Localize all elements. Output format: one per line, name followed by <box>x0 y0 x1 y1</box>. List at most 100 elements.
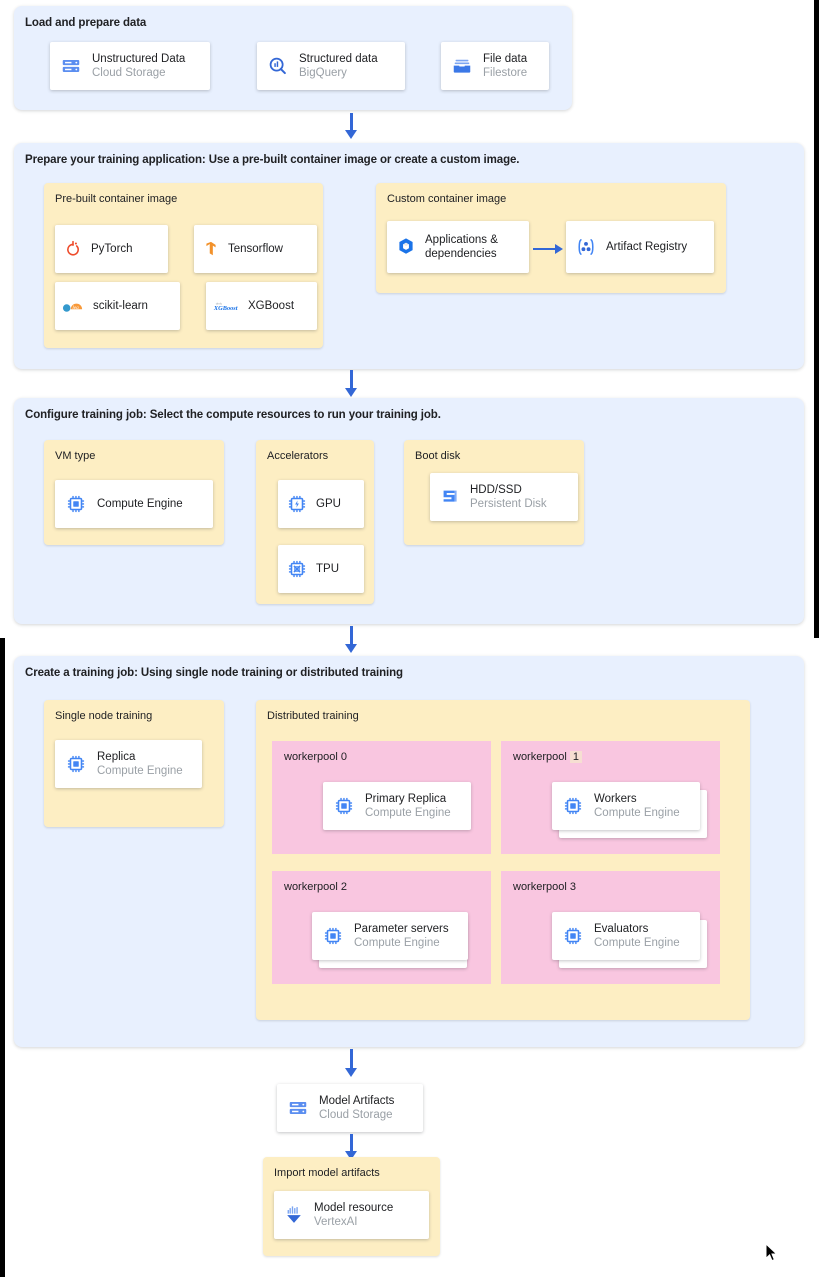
pool-index: 1 <box>569 751 582 763</box>
card-title: Model Artifacts <box>319 1095 395 1107</box>
card-title: scikit-learn <box>93 300 148 312</box>
section-prepare-training-application: Prepare your training application: Use a… <box>14 143 804 369</box>
compute-engine-icon <box>552 925 594 947</box>
card-gpu[interactable]: GPU <box>278 480 364 528</box>
group-title: Accelerators <box>267 450 329 462</box>
card-pytorch[interactable]: PyTorch <box>55 225 168 273</box>
card-workers[interactable]: Workers Compute Engine <box>552 782 700 830</box>
card-subtitle: Compute Engine <box>365 807 451 819</box>
pool-index: 2 <box>340 881 347 893</box>
pool-label: workerpool <box>284 751 338 763</box>
card-hdd-ssd[interactable]: HDD/SSD Persistent Disk <box>430 473 578 521</box>
card-parameter-servers[interactable]: Parameter servers Compute Engine <box>312 912 468 960</box>
svg-text:XGBoost: XGBoost <box>213 305 238 312</box>
compute-engine-icon <box>323 795 365 817</box>
pool-label: workerpool <box>284 881 338 893</box>
pool-label: workerpool <box>513 751 567 763</box>
group-vm-type: VM type Compute Engine <box>44 440 224 545</box>
group-single-node-training: Single node training R <box>44 700 224 827</box>
card-text: Model Artifacts Cloud Storage <box>319 1094 394 1122</box>
svg-text:dmlc: dmlc <box>216 302 223 306</box>
section-create-a-training-job: Create a training job: Using single node… <box>14 656 804 1047</box>
group-import-model-artifacts: Import model artifacts Model resource Ve… <box>263 1157 440 1256</box>
card-title: File data <box>483 53 528 65</box>
card-applications-dependencies[interactable]: Applications & dependencies <box>387 221 529 273</box>
card-model-artifacts[interactable]: Model Artifacts Cloud Storage <box>277 1084 423 1132</box>
card-file-data[interactable]: File data Filestore <box>441 42 549 90</box>
group-custom-container-image: Custom container image Applications & de… <box>376 183 726 293</box>
pool-title: workerpool 2 <box>272 871 491 893</box>
card-subtitle: Cloud Storage <box>319 1109 393 1121</box>
card-text: Structured data BigQuery <box>299 52 378 80</box>
group-accelerators: Accelerators GPU <box>256 440 374 604</box>
card-title: Parameter servers <box>354 923 449 935</box>
card-text: Replica Compute Engine <box>97 750 183 778</box>
card-text: Model resource VertexAI <box>314 1201 393 1229</box>
pytorch-icon <box>55 239 91 259</box>
card-artifact-registry[interactable]: Artifact Registry <box>566 221 714 273</box>
card-title: Structured data <box>299 53 378 65</box>
card-subtitle: VertexAI <box>314 1216 358 1228</box>
group-title: Pre-built container image <box>55 193 178 205</box>
card-subtitle: Compute Engine <box>594 807 680 819</box>
group-title: Import model artifacts <box>274 1167 380 1179</box>
group-title: Custom container image <box>387 193 507 205</box>
card-title: Replica <box>97 751 136 763</box>
section-title: Configure training job: Select the compu… <box>25 409 441 421</box>
card-title: Unstructured Data <box>92 53 186 65</box>
card-title: Model resource <box>314 1202 394 1214</box>
card-scikit-learn[interactable]: lea scikit-learn <box>55 282 180 330</box>
arrow-down-3 <box>344 626 358 654</box>
card-text: Compute Engine <box>97 497 183 511</box>
card-primary-replica[interactable]: Primary Replica Compute Engine <box>323 782 471 830</box>
card-unstructured-data[interactable]: Unstructured Data Cloud Storage <box>50 42 210 90</box>
card-evaluators[interactable]: Evaluators Compute Engine <box>552 912 700 960</box>
card-text: XGBoost <box>248 299 294 313</box>
pool-workerpool-0: workerpool 0 <box>272 741 491 854</box>
card-title: Evaluators <box>594 923 649 935</box>
card-text: scikit-learn <box>93 299 148 313</box>
card-xgboost[interactable]: dmlc XGBoost XGBoost <box>206 282 317 330</box>
arrow-down-4 <box>344 1049 358 1079</box>
card-title: GPU <box>316 498 341 510</box>
bigquery-icon <box>257 55 299 77</box>
card-title: Workers <box>594 793 637 805</box>
right-edge-bar <box>814 0 819 638</box>
tensorflow-icon <box>194 239 228 259</box>
pool-index: 0 <box>340 751 347 763</box>
pool-title: workerpool 1 <box>501 741 720 763</box>
mouse-cursor <box>765 1242 779 1263</box>
group-distributed-training: Distributed training workerpool 0 <box>256 700 750 1020</box>
card-subtitle: Compute Engine <box>354 937 440 949</box>
compute-engine-icon <box>55 753 97 775</box>
compute-engine-icon <box>312 925 354 947</box>
card-subtitle: Compute Engine <box>594 937 680 949</box>
xgboost-icon: dmlc XGBoost <box>206 297 248 315</box>
pool-workerpool-1: workerpool 1 <box>501 741 720 854</box>
card-replica[interactable]: Replica Compute Engine <box>55 740 202 788</box>
card-subtitle: BigQuery <box>299 67 347 79</box>
card-tensorflow[interactable]: Tensorflow <box>194 225 317 273</box>
card-text: File data Filestore <box>483 52 527 80</box>
card-text: GPU <box>316 497 341 511</box>
pool-index: 3 <box>569 881 576 893</box>
svg-text:lea: lea <box>72 305 79 311</box>
card-model-resource[interactable]: Model resource VertexAI <box>274 1191 429 1239</box>
card-structured-data[interactable]: Structured data BigQuery <box>257 42 405 90</box>
card-compute-engine-vm[interactable]: Compute Engine <box>55 480 213 528</box>
arrow-down-1 <box>344 113 358 140</box>
card-title: Artifact Registry <box>606 241 688 253</box>
card-title: Applications & dependencies <box>425 234 498 260</box>
left-edge-bar <box>0 638 5 1277</box>
card-title: Primary Replica <box>365 793 447 805</box>
card-text: Parameter servers Compute Engine <box>354 922 449 950</box>
card-text: Evaluators Compute Engine <box>594 922 680 950</box>
group-pre-built-container-image: Pre-built container image PyTorch <box>44 183 323 348</box>
card-title: Compute Engine <box>97 498 183 510</box>
pool-title: workerpool 0 <box>272 741 491 763</box>
card-title: HDD/SSD <box>470 484 522 496</box>
card-tpu[interactable]: TPU <box>278 545 364 593</box>
card-text: Tensorflow <box>228 242 283 256</box>
section-configure-training-job: Configure training job: Select the compu… <box>14 398 804 624</box>
group-title: Distributed training <box>267 710 359 722</box>
